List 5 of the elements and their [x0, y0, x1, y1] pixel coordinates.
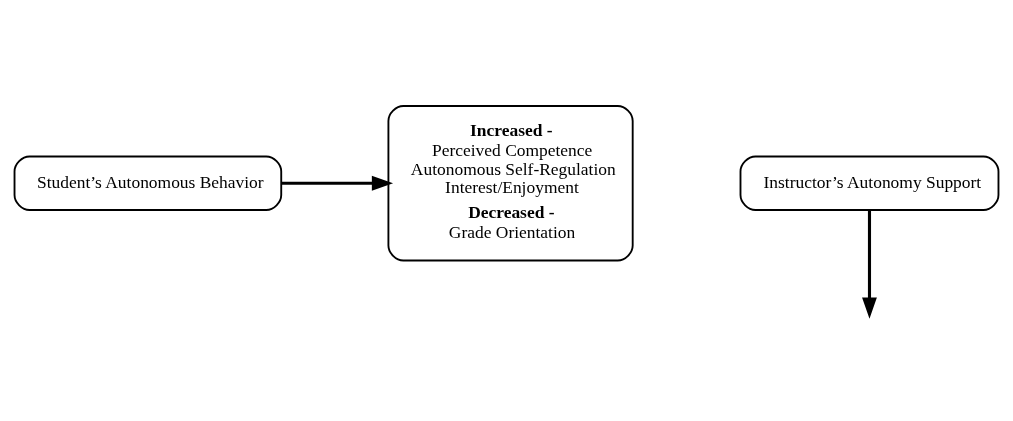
node-box: Student’s Autonomous Behavior [13, 155, 283, 211]
arrow [281, 175, 394, 191]
node-box: Increased - Perceived Competence Autonomous Self-Regulation Interest/Enjoyment Decreased - Grade Orientation [387, 105, 634, 262]
arrow [862, 210, 877, 319]
node-box: Instructor’s Autonomy Support [739, 155, 1000, 211]
